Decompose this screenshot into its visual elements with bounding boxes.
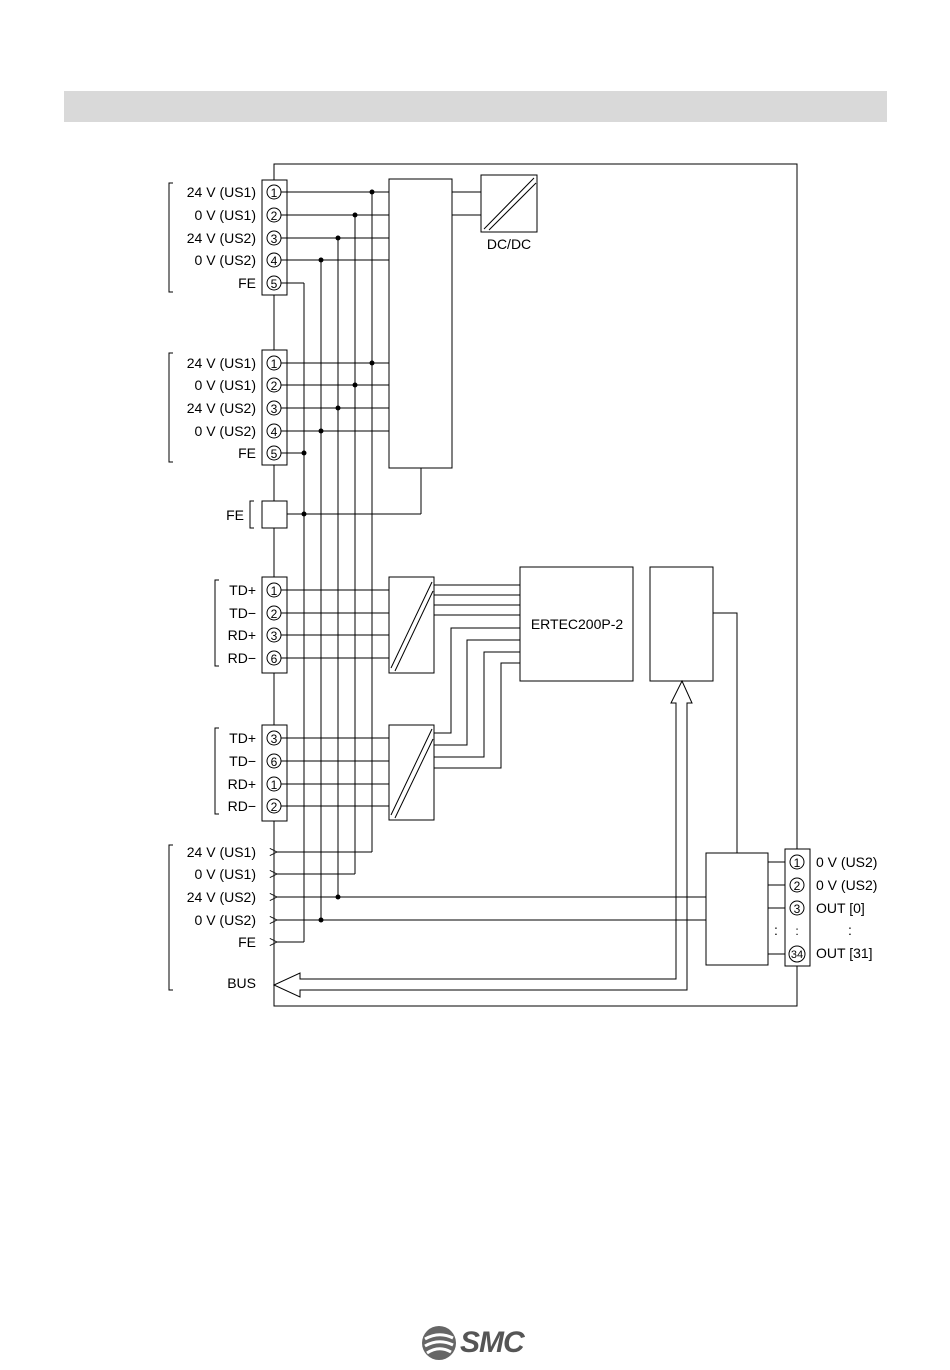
pin-number: 4 xyxy=(271,425,278,439)
port1-label-1: TD+ xyxy=(229,582,256,598)
power-out-label-1: 24 V (US1) xyxy=(187,355,256,371)
power-in-label-2: 0 V (US1) xyxy=(195,207,256,223)
power-supply-block xyxy=(389,179,452,468)
colon-mark: : xyxy=(774,922,778,938)
smc-logo-icon xyxy=(421,1325,457,1361)
power-out-label-2: 0 V (US1) xyxy=(195,377,256,393)
port2-label-1: TD+ xyxy=(229,730,256,746)
power-in-label-1: 24 V (US1) xyxy=(187,184,256,200)
dcdc-converter: DC/DC xyxy=(481,175,537,252)
pin-number: 3 xyxy=(271,629,278,643)
pin-number: 1 xyxy=(271,778,278,792)
bus-out-label-6: BUS xyxy=(227,975,256,991)
phy-lines xyxy=(434,585,520,768)
port1-label-3: RD+ xyxy=(228,627,256,643)
pin-number: : xyxy=(795,924,798,938)
dcdc-label: DC/DC xyxy=(487,236,531,252)
output-label-3: OUT [0] xyxy=(816,900,865,916)
power-in-label-3: 24 V (US2) xyxy=(187,230,256,246)
pin-number: 3 xyxy=(794,902,801,916)
internal-bus-arrow xyxy=(274,681,692,997)
bus-out-label-1: 24 V (US1) xyxy=(187,844,256,860)
processor-block: ERTEC200P-2 xyxy=(520,567,633,681)
port1-transformer xyxy=(389,577,434,673)
bus-out-lines xyxy=(277,852,706,942)
power-out-label-4: 0 V (US2) xyxy=(195,423,256,439)
port2-connector: TD+ TD− RD+ RD− 3 6 1 2 xyxy=(215,725,287,821)
output-driver-block xyxy=(706,853,768,965)
bus-out-label-4: 0 V (US2) xyxy=(195,912,256,928)
pin-number: 5 xyxy=(271,277,278,291)
pin-number: 3 xyxy=(271,232,278,246)
power-rails xyxy=(304,192,372,942)
pin-number: 6 xyxy=(271,755,278,769)
pin-number: 2 xyxy=(271,800,278,814)
pin-number: 2 xyxy=(271,607,278,621)
output-label-5: OUT [31] xyxy=(816,945,873,961)
pin-number: 2 xyxy=(794,879,801,893)
power-out-label-5: FE xyxy=(238,445,256,461)
bus-out-label-3: 24 V (US2) xyxy=(187,889,256,905)
output-label-1: 0 V (US2) xyxy=(816,854,877,870)
power-out-connector: 24 V (US1) 0 V (US1) 24 V (US2) 0 V (US2… xyxy=(169,350,287,465)
pin-number: 2 xyxy=(271,379,278,393)
pin-number: 5 xyxy=(271,447,278,461)
pin-number: 3 xyxy=(271,402,278,416)
pin-number: 4 xyxy=(271,254,278,268)
power-out-label-3: 24 V (US2) xyxy=(187,400,256,416)
port2-label-4: RD− xyxy=(228,798,256,814)
port2-transformer xyxy=(389,725,434,820)
port1-label-4: RD− xyxy=(228,650,256,666)
port-signal-lines xyxy=(281,590,389,806)
pin-number: 1 xyxy=(271,584,278,598)
fe-label: FE xyxy=(226,507,244,523)
port1-label-2: TD− xyxy=(229,605,256,621)
power-in-label-4: 0 V (US2) xyxy=(195,252,256,268)
port1-connector: TD+ TD− RD+ RD− 1 2 3 6 xyxy=(215,577,287,673)
pin-number: 2 xyxy=(271,209,278,223)
power-in-connector: 24 V (US1) 0 V (US1) 24 V (US2) 0 V (US2… xyxy=(169,180,287,295)
pin-number: 3 xyxy=(271,732,278,746)
pin-number: 6 xyxy=(271,652,278,666)
output-label-2: 0 V (US2) xyxy=(816,877,877,893)
power-in-label-5: FE xyxy=(238,275,256,291)
output-connector: 1 2 3 : 34 : 0 V (US2) 0 V (US2) OUT [0]… xyxy=(768,849,877,966)
port2-label-2: TD− xyxy=(229,753,256,769)
bus-out-connector: 24 V (US1) 0 V (US1) 24 V (US2) 0 V (US2… xyxy=(169,844,256,991)
pin-number: 1 xyxy=(271,357,278,371)
bus-out-label-5: FE xyxy=(238,934,256,950)
controller-block xyxy=(650,567,713,681)
bus-out-label-2: 0 V (US1) xyxy=(195,866,256,882)
port2-label-3: RD+ xyxy=(228,776,256,792)
output-label-4: : xyxy=(848,922,852,938)
pin-number: 34 xyxy=(791,949,803,961)
pin-number: 1 xyxy=(271,186,278,200)
smc-logo: SMC xyxy=(421,1323,524,1363)
fe-terminal: FE xyxy=(226,501,287,528)
logo-text: SMC xyxy=(460,1326,524,1360)
processor-label: ERTEC200P-2 xyxy=(531,616,624,632)
pin-number: 1 xyxy=(794,856,801,870)
